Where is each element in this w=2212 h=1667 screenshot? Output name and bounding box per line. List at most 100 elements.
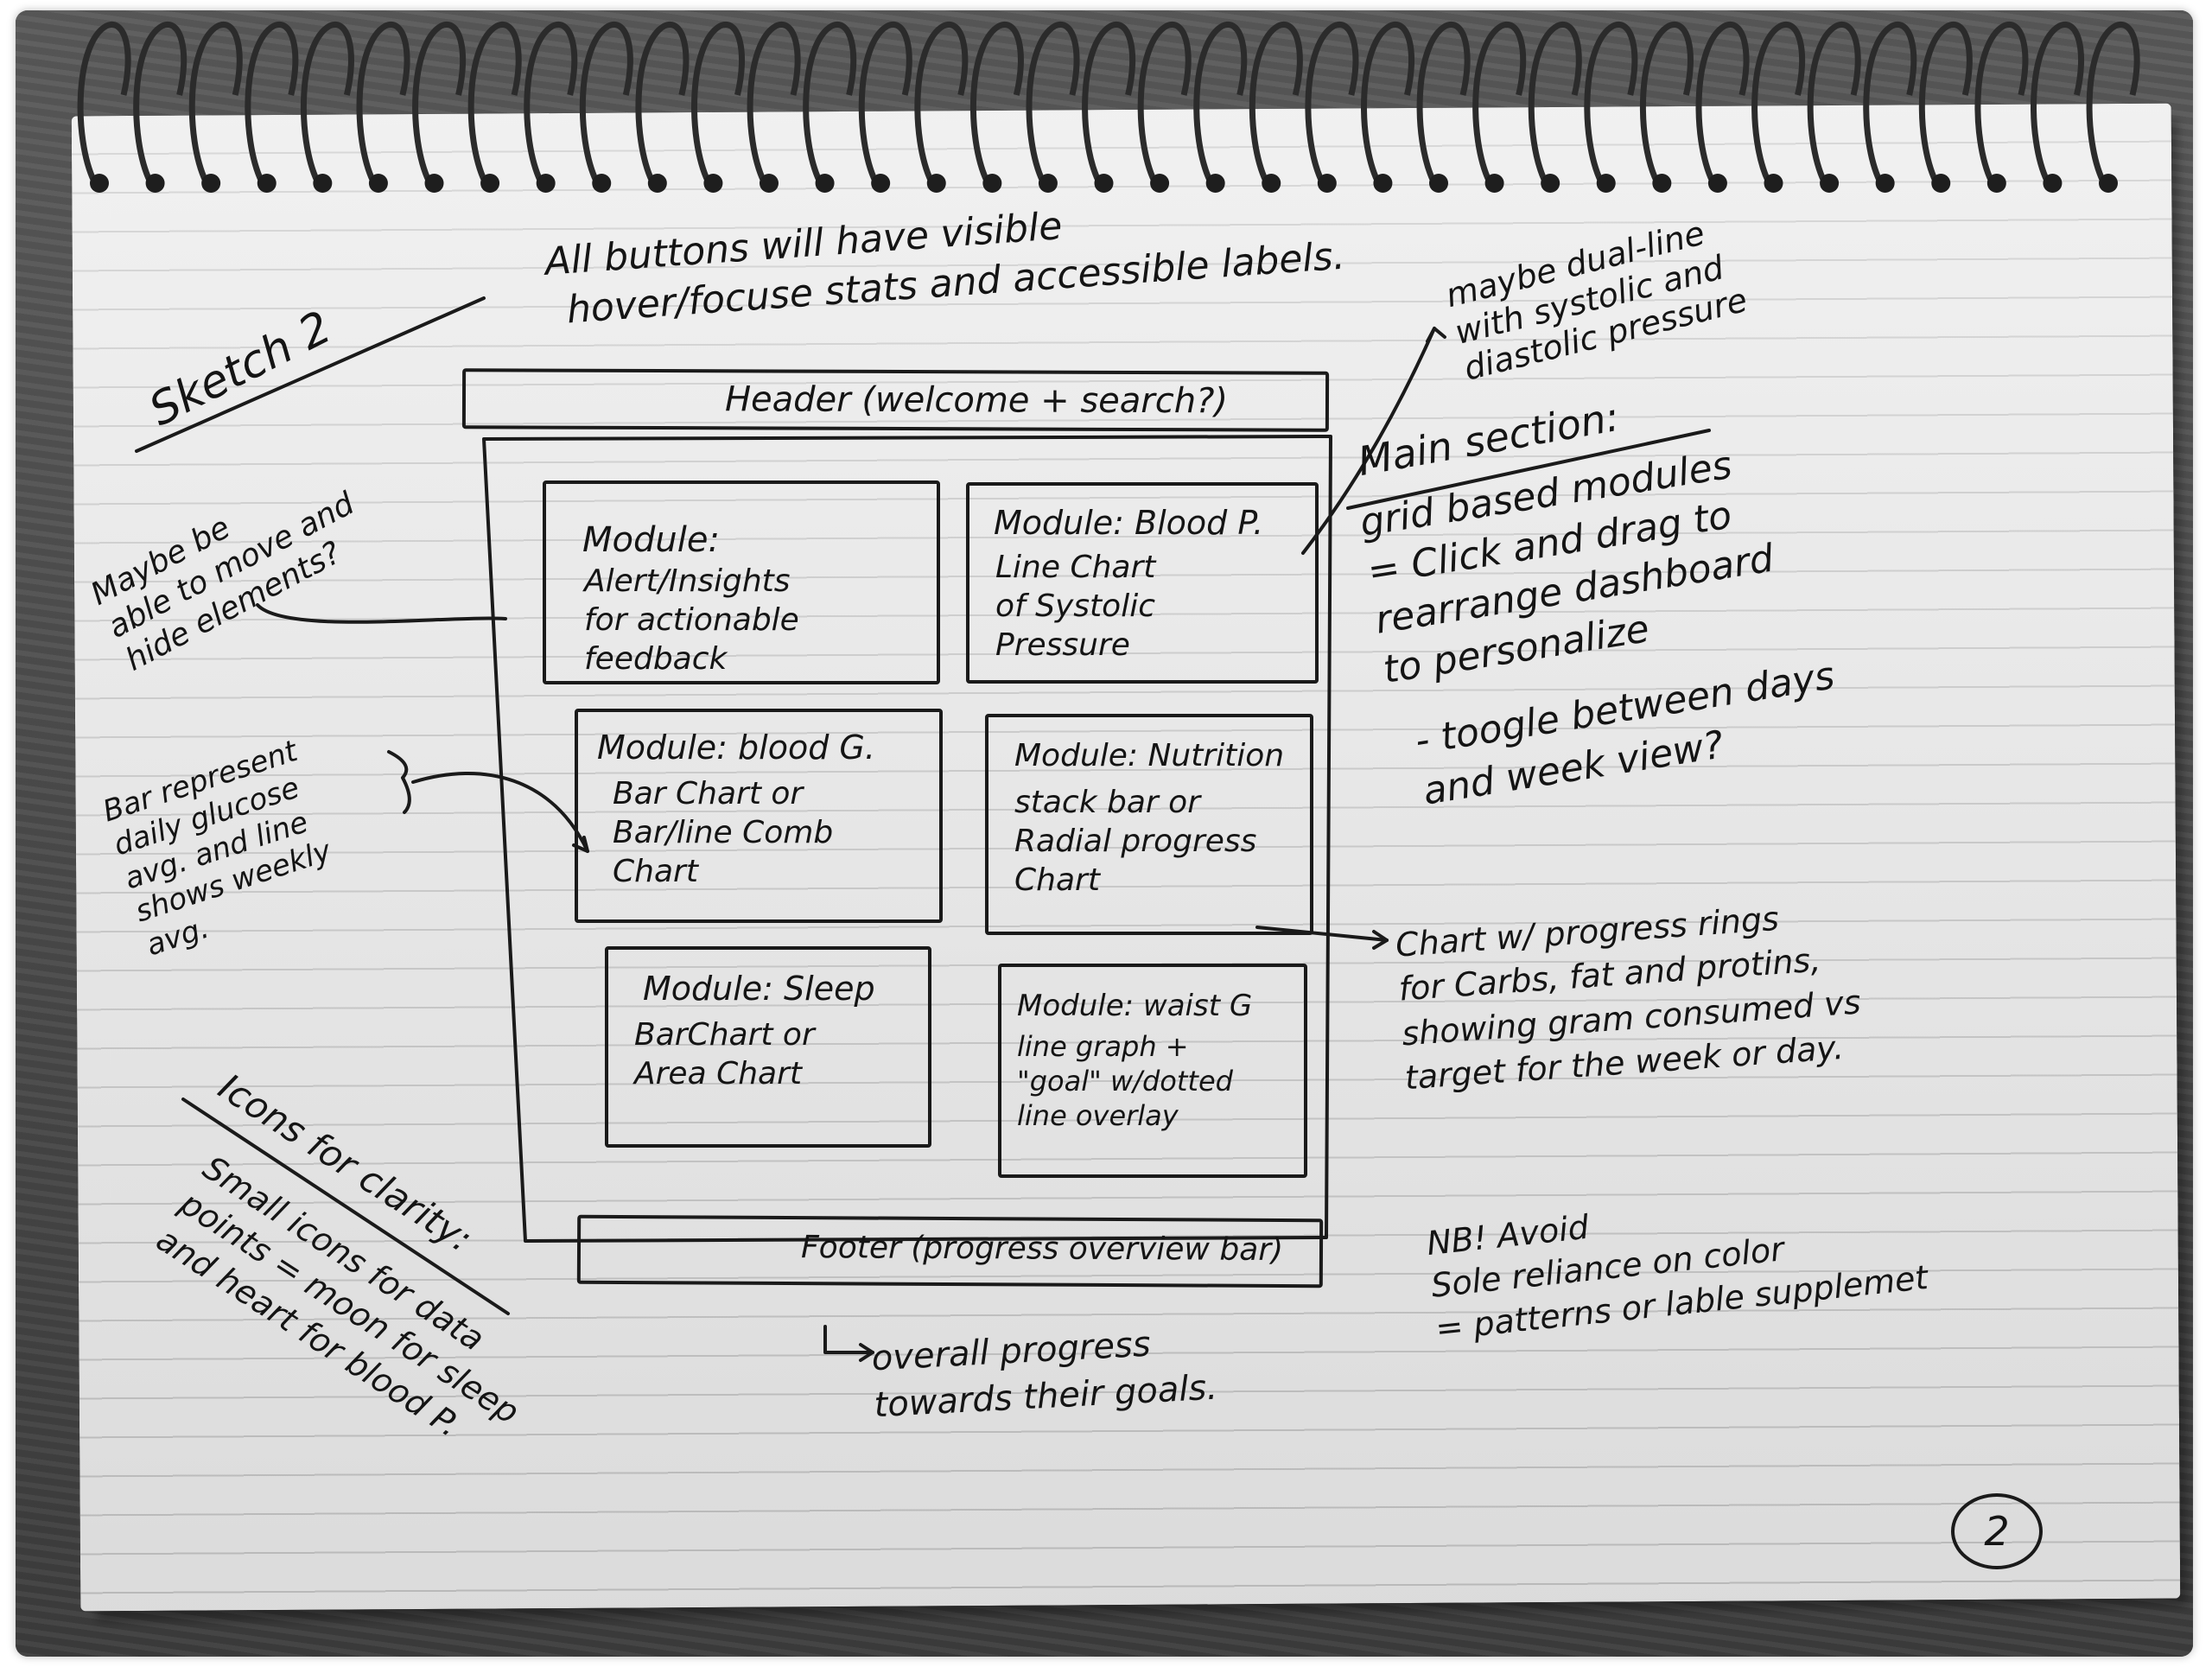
spiral-ring — [1249, 22, 1303, 183]
spiral-ring — [1584, 22, 1638, 183]
spiral-hole — [1875, 174, 1895, 193]
spiral-ring — [1137, 22, 1192, 183]
spiral-ring — [2031, 22, 2085, 183]
spiral-binding — [77, 22, 2140, 193]
module-title: Module: waist G — [1017, 989, 1253, 1023]
spiral-hole — [257, 174, 276, 193]
spiral-ring — [1918, 22, 1973, 183]
spiral-ring — [1193, 22, 1248, 183]
module-body: stack bar or Radial progress Chart — [1014, 785, 1257, 898]
spiral-hole — [2043, 174, 2063, 193]
spiral-hole — [368, 174, 388, 193]
page-number-badge: 2 — [1951, 1493, 2043, 1569]
spiral-ring — [133, 22, 188, 183]
spiral-hole — [313, 174, 333, 193]
module-sleep: Module: Sleep BarChart or Area Chart — [605, 946, 931, 1148]
spiral-ring — [467, 22, 522, 183]
spiral-hole — [1652, 174, 1672, 193]
spiral-hole — [815, 174, 835, 193]
spiral-ring — [77, 22, 131, 183]
spiral-ring — [579, 22, 633, 183]
module-nutrition: Module: Nutrition stack bar or Radial pr… — [985, 714, 1313, 935]
spiral-hole — [703, 174, 723, 193]
spiral-hole — [1986, 174, 2006, 193]
spiral-ring — [803, 22, 857, 183]
spiral-hole — [2099, 174, 2118, 193]
spiral-hole — [1596, 174, 1616, 193]
spiral-hole — [536, 174, 556, 193]
module-body: Alert/Insights for actionable feedback — [584, 563, 799, 677]
spiral-hole — [424, 174, 444, 193]
spiral-ring — [914, 22, 969, 183]
spiral-hole — [1262, 174, 1281, 193]
spiral-ring — [524, 22, 578, 183]
note-overall-progress: overall progress towards their goals. — [870, 1324, 1219, 1426]
spiral-hole — [871, 174, 891, 193]
spiral-ring — [1974, 22, 2029, 183]
spiral-hole — [982, 174, 1002, 193]
spiral-ring — [1082, 22, 1136, 183]
spiral-ring — [747, 22, 801, 183]
module-body: Bar Chart or Bar/line Comb Chart — [613, 776, 834, 889]
spiral-hole — [1541, 174, 1560, 193]
spiral-hole — [1764, 174, 1783, 193]
spiral-ring — [635, 22, 690, 183]
spiral-hole — [592, 174, 612, 193]
spiral-hole — [1205, 174, 1225, 193]
spiral-hole — [1317, 174, 1337, 193]
spiral-ring — [858, 22, 912, 183]
spiral-ring — [412, 22, 467, 183]
spiral-hole — [480, 174, 500, 193]
spiral-hole — [1038, 174, 1058, 193]
spiral-hole — [760, 174, 779, 193]
module-blood-pressure: Module: Blood P. Line Chart of Systolic … — [966, 482, 1319, 684]
spiral-ring — [1695, 22, 1750, 183]
spiral-hole — [1150, 174, 1170, 193]
spiral-ring — [1528, 22, 1582, 183]
spiral-hole — [1820, 174, 1840, 193]
spiral-ring — [188, 22, 243, 183]
spiral-ring — [301, 22, 354, 183]
spiral-ring — [691, 22, 746, 183]
module-body: line graph + "goal" w/dotted line overla… — [1017, 1030, 1233, 1132]
spiral-hole — [1373, 174, 1393, 193]
spiral-ring — [970, 22, 1024, 183]
module-title: Module: blood G. — [597, 729, 875, 767]
spiral-hole — [1484, 174, 1504, 193]
spiral-ring — [1751, 22, 1806, 183]
module-blood-glucose: Module: blood G. Bar Chart or Bar/line C… — [575, 709, 943, 923]
spiral-hole — [647, 174, 667, 193]
module-title: Module: Nutrition — [1014, 738, 1285, 773]
spiral-ring — [1640, 22, 1694, 183]
spiral-hole — [1931, 174, 1951, 193]
spiral-ring — [1416, 22, 1471, 183]
module-body: Line Chart of Systolic Pressure — [995, 550, 1156, 663]
spiral-hole — [1094, 174, 1114, 193]
spiral-hole — [201, 174, 221, 193]
module-title: Module: Sleep — [643, 970, 875, 1008]
module-alerts: Module: Alert/Insights for actionable fe… — [543, 480, 940, 684]
spiral-ring — [245, 22, 299, 183]
spiral-ring — [1472, 22, 1527, 183]
spiral-ring — [1863, 22, 1917, 183]
spiral-hole — [926, 174, 946, 193]
spiral-hole — [145, 174, 165, 193]
spiral-hole — [1707, 174, 1727, 193]
module-waist: Module: waist G line graph + "goal" w/do… — [998, 964, 1307, 1178]
wireframe-header: Header (welcome + search?) — [461, 368, 1330, 432]
spiral-hole — [90, 174, 109, 193]
header-label: Header (welcome + search?) — [724, 379, 1229, 422]
spiral-ring — [1807, 22, 1861, 183]
spiral-ring — [1026, 22, 1080, 183]
spiral-ring — [1305, 22, 1359, 183]
spiral-ring — [356, 22, 410, 183]
module-title: Module: — [582, 520, 720, 560]
spiral-hole — [1429, 174, 1448, 193]
page-number: 2 — [1984, 1508, 2010, 1555]
module-body: BarChart or Area Chart — [634, 1017, 815, 1091]
spiral-ring — [1361, 22, 1415, 183]
module-title: Module: Blood P. — [994, 504, 1264, 542]
footer-label: Footer (progress overview bar) — [800, 1230, 1284, 1269]
wireframe-footer: Footer (progress overview bar) — [576, 1214, 1324, 1288]
spiral-ring — [2086, 22, 2140, 183]
